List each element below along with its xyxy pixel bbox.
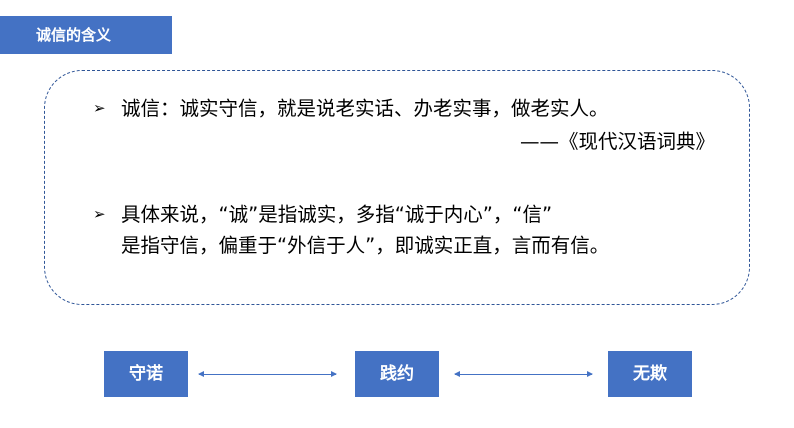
arrow-right-icon: ➢ xyxy=(93,205,106,223)
double-arrow-connector xyxy=(454,371,593,377)
page-title: 诚信的含义 xyxy=(0,16,172,54)
definition-bullet: ➢ 诚信：诚实守信，就是说老实话、办老实事，做老实人。 xyxy=(93,93,609,124)
double-arrow-connector xyxy=(198,371,337,377)
explanation-line-1: 具体来说，“诚”是指诚实，多指“诚于内心”，“信” xyxy=(121,203,553,226)
explanation-bullet: ➢ 具体来说，“诚”是指诚实，多指“诚于内心”，“信” 是指守信，偏重于“外信于… xyxy=(93,199,610,261)
concept-box-fulfill-agreement: 践约 xyxy=(355,351,439,397)
arrow-right-icon: ➢ xyxy=(93,99,106,117)
concept-box-no-deceit: 无欺 xyxy=(608,351,692,397)
explanation-line-2: 是指守信，偏重于“外信于人”，即诚实正直，言而有信。 xyxy=(121,234,610,257)
concept-box-keep-promise: 守诺 xyxy=(104,351,188,397)
definition-source: ——《现代汉语词典》 xyxy=(519,130,715,153)
content-box: ➢ 诚信：诚实守信，就是说老实话、办老实事，做老实人。 ——《现代汉语词典》 ➢… xyxy=(44,70,750,305)
definition-text: 诚信：诚实守信，就是说老实话、办老实事，做老实人。 xyxy=(121,97,609,120)
